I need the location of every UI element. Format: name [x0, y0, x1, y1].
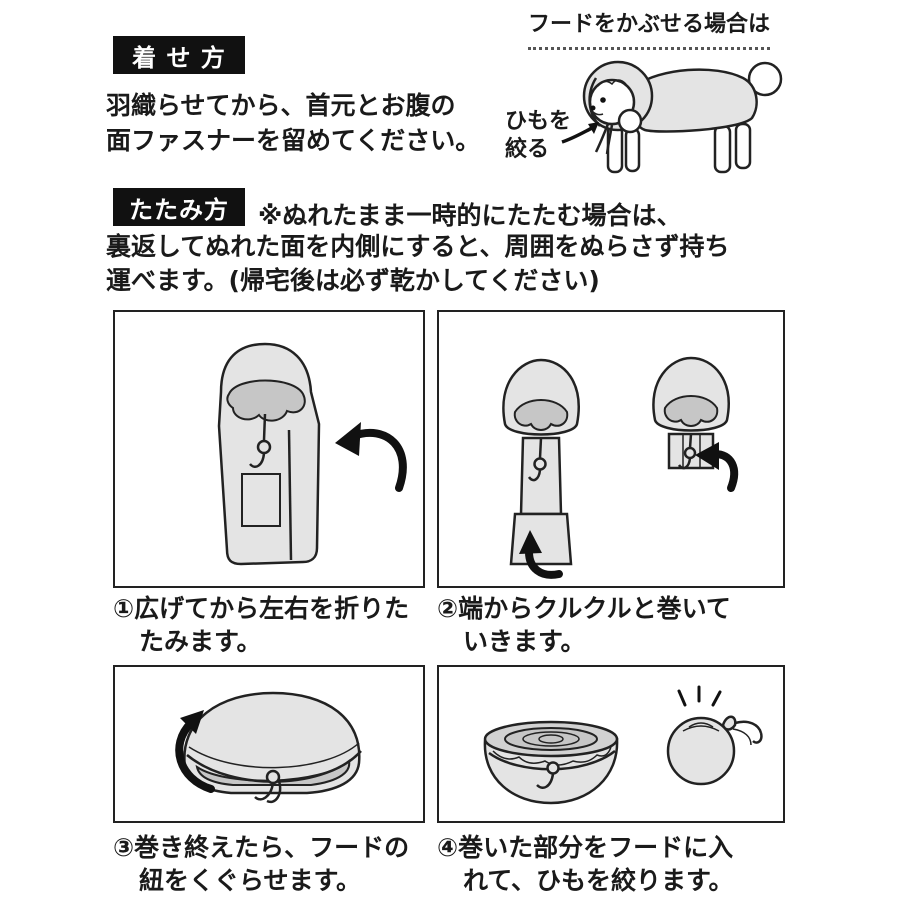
fold-section-label-text: たたみ方	[129, 195, 229, 224]
cord-note: ひもを 絞る	[505, 108, 571, 164]
rolled-coat-stage2	[652, 356, 730, 470]
step4-illustration	[483, 685, 763, 805]
rolled-bundle	[183, 691, 361, 795]
fastener-tab	[241, 473, 281, 527]
cord-note-line1: ひもを	[505, 109, 572, 134]
wear-section-label: 着 せ 方	[113, 36, 245, 74]
roll-arrow-2-icon	[695, 442, 739, 492]
step3-caption: ③巻き終えたら、フードの 紐をくぐらせます。	[113, 833, 410, 895]
cinched-pouch	[666, 715, 763, 786]
step2-illustration	[502, 356, 739, 579]
fold-note-lines: 裏返してぬれた面を内側にすると、周囲をぬらさず持ち 運べます。(帰宅後は必ず乾か…	[106, 230, 730, 298]
fold-arrow-icon	[335, 422, 407, 492]
step1-illustration	[217, 342, 407, 566]
dog-raincoat-illustration	[561, 60, 783, 174]
dog-tail	[747, 61, 783, 97]
step2-panel	[437, 310, 785, 588]
dog-ear	[617, 108, 643, 134]
folded-coat-stage1	[502, 358, 580, 566]
fold-section-label: たたみ方	[113, 188, 245, 226]
thread-arrow-icon	[175, 710, 215, 793]
wear-section-label-text: 着 せ 方	[132, 43, 226, 72]
roll-arrow-1-icon	[519, 530, 563, 579]
step2-caption: ②端からクルクルと巻いて いきます。	[437, 594, 731, 656]
flat-coat	[217, 342, 321, 566]
hood-drawstring	[249, 413, 272, 468]
wear-instructions: 羽織らせてから、首元とお腹の 面ファスナーを留めてください。	[106, 88, 480, 158]
fold-note-line2: 裏返してぬれた面を内側にすると、周囲をぬらさず持ち	[106, 232, 730, 261]
fold-note-line3: 運べます。(帰宅後は必ず乾かしてください)	[106, 266, 600, 295]
step4-panel	[437, 665, 785, 823]
hood-opening	[226, 379, 306, 422]
fold-note-line1: ※ぬれたまま一時的にたたむ場合は、	[258, 201, 682, 230]
wear-instructions-line1: 羽織らせてから、首元とお腹の	[106, 91, 456, 120]
hood-cord-loop	[186, 742, 362, 804]
sparkle-icon	[677, 685, 722, 707]
dog-face	[588, 78, 643, 134]
cord-pointer-arrow-icon	[561, 122, 599, 144]
step3-panel	[113, 665, 425, 823]
step1-panel	[113, 310, 425, 588]
hood-note-heading: フードをかぶせる場合は	[528, 6, 771, 50]
wear-instructions-line2: 面ファスナーを留めてください。	[106, 126, 481, 155]
fold-line	[287, 429, 293, 561]
hood-drawstring	[594, 123, 614, 155]
step1-caption: ①広げてから左右を折りた たみます。	[113, 594, 410, 656]
step3-illustration	[175, 691, 362, 804]
cord-note-line2: 絞る	[505, 137, 550, 162]
step4-caption: ④巻いた部分をフードに入 れて、ひもを絞ります。	[437, 833, 734, 895]
open-pouch	[483, 720, 619, 805]
